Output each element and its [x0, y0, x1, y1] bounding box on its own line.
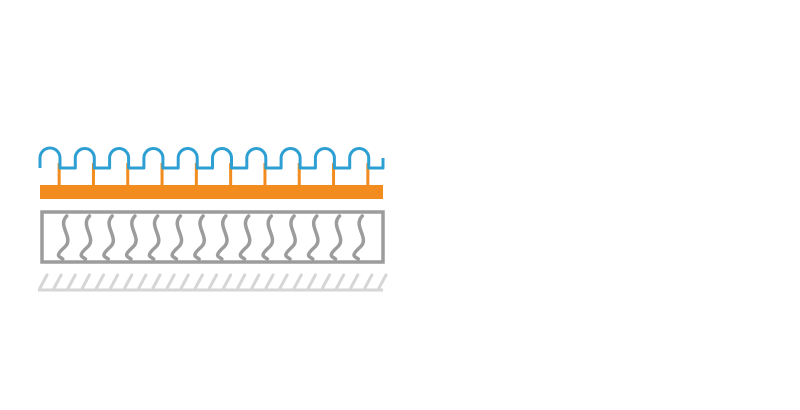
hatch-stroke — [363, 273, 374, 290]
hatch-stroke — [52, 273, 63, 290]
hatch-stroke — [38, 273, 49, 290]
insulation-fibre — [56, 214, 70, 261]
insulation-fibre — [170, 214, 184, 261]
hatch-stroke — [137, 273, 148, 290]
insulation-frame — [40, 210, 385, 264]
insulation-layer — [40, 210, 385, 264]
hatch-stroke — [236, 273, 247, 290]
hatch-stroke — [109, 273, 120, 290]
hatch-stroke — [222, 273, 233, 290]
top-membrane — [38, 146, 385, 170]
insulation-fibre — [102, 214, 116, 261]
substrate-hatch — [38, 273, 388, 292]
hatch-stroke — [123, 273, 134, 290]
insulation-fibre — [79, 214, 93, 261]
hatch-stroke — [165, 273, 176, 290]
hatch-stroke — [250, 273, 261, 290]
hatch-stroke — [335, 273, 346, 290]
hatch-stroke — [278, 273, 289, 290]
hatch-stroke — [306, 273, 317, 290]
insulation-fibre — [261, 214, 275, 261]
insulation-fibre — [238, 214, 252, 261]
hatch-stroke — [264, 273, 275, 290]
insulation-fibre — [215, 214, 229, 261]
hatch-stroke — [349, 273, 360, 290]
insulation-fibre — [306, 214, 320, 261]
insulation-fibre — [352, 214, 366, 261]
hatch-stroke — [66, 273, 77, 290]
rail-bar — [40, 185, 383, 199]
hatch-stroke — [208, 273, 218, 290]
insulation-fibre — [329, 214, 343, 261]
insulation-fibre — [124, 214, 138, 261]
hatch-stroke — [80, 273, 91, 290]
hatch-stroke — [193, 273, 204, 290]
insulation-fibre — [147, 214, 161, 261]
hatch-stroke — [179, 273, 190, 290]
hatch-stroke — [95, 273, 105, 290]
hatch-stroke — [151, 273, 162, 290]
membrane-loops — [38, 146, 385, 170]
insulation-fibre — [193, 214, 206, 261]
hatch-stroke — [377, 273, 388, 290]
insulation-fibre — [284, 214, 297, 261]
hatch-stroke — [321, 273, 331, 290]
hatch-stroke — [292, 273, 303, 290]
